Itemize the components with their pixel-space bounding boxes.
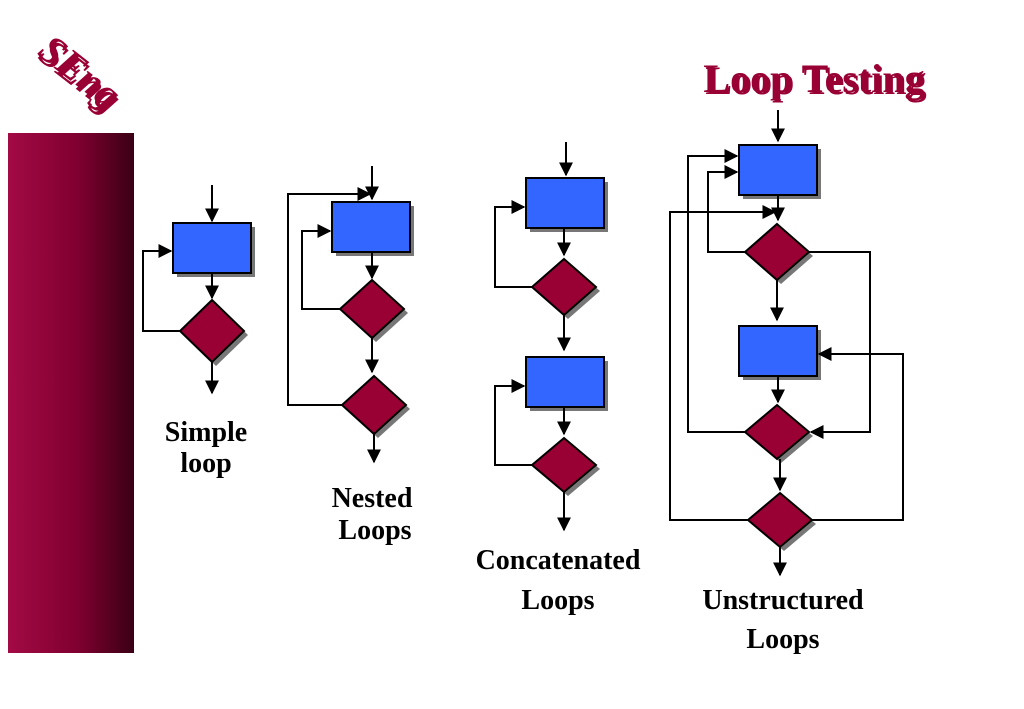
title-shadow: Loop Testing bbox=[705, 58, 926, 103]
caption-line: Loops bbox=[338, 515, 411, 546]
loop-back-arrow bbox=[669, 205, 777, 521]
loop-back-arrow bbox=[142, 244, 180, 332]
loop-back-arrow bbox=[687, 149, 745, 433]
caption-line: Concatenated bbox=[476, 545, 641, 576]
loop-back-arrow bbox=[494, 200, 532, 288]
nested-loops-diagram bbox=[287, 166, 414, 464]
inner-loop-back-arrow bbox=[301, 224, 340, 310]
caption-line: loop bbox=[180, 448, 231, 479]
process-box bbox=[331, 201, 411, 253]
concatenated-loops-caption: Concatenated Loops bbox=[476, 545, 641, 616]
concatenated-loops-diagram bbox=[494, 142, 608, 532]
loop-back-arrow bbox=[494, 379, 532, 466]
caption-line: Loops bbox=[521, 585, 594, 616]
process-box bbox=[525, 177, 605, 229]
inner-decision-diamond bbox=[338, 278, 406, 340]
process-box bbox=[738, 144, 818, 196]
seng-logo: SEng SEng bbox=[31, 26, 131, 122]
caption-line: Unstructured bbox=[702, 585, 864, 616]
side-bar bbox=[8, 133, 134, 653]
outer-loop-back-arrow bbox=[287, 187, 372, 406]
outer-decision-diamond bbox=[340, 374, 408, 436]
decision-diamond bbox=[743, 403, 811, 461]
caption-line: Nested bbox=[332, 483, 413, 514]
process-box bbox=[172, 222, 252, 274]
process-box bbox=[738, 325, 818, 377]
decision-diamond bbox=[178, 298, 246, 364]
loop-back-arrow bbox=[812, 347, 904, 521]
decision-diamond bbox=[530, 436, 598, 494]
unstructured-loops-caption: Unstructured Loops bbox=[702, 585, 864, 655]
simple-loop-caption: Simple loop bbox=[165, 417, 247, 479]
nested-loops-caption: Nested Loops bbox=[332, 483, 413, 546]
unstructured-loops-diagram bbox=[669, 110, 904, 577]
process-box bbox=[525, 356, 605, 408]
decision-diamond bbox=[743, 222, 811, 282]
decision-diamond bbox=[746, 491, 814, 549]
caption-line: Loops bbox=[746, 624, 819, 655]
decision-diamond bbox=[530, 257, 598, 317]
page-title: Loop Testing bbox=[703, 56, 924, 101]
caption-line: Simple bbox=[165, 417, 247, 448]
simple-loop-diagram bbox=[142, 185, 255, 395]
forward-jump-arrow bbox=[809, 251, 871, 439]
